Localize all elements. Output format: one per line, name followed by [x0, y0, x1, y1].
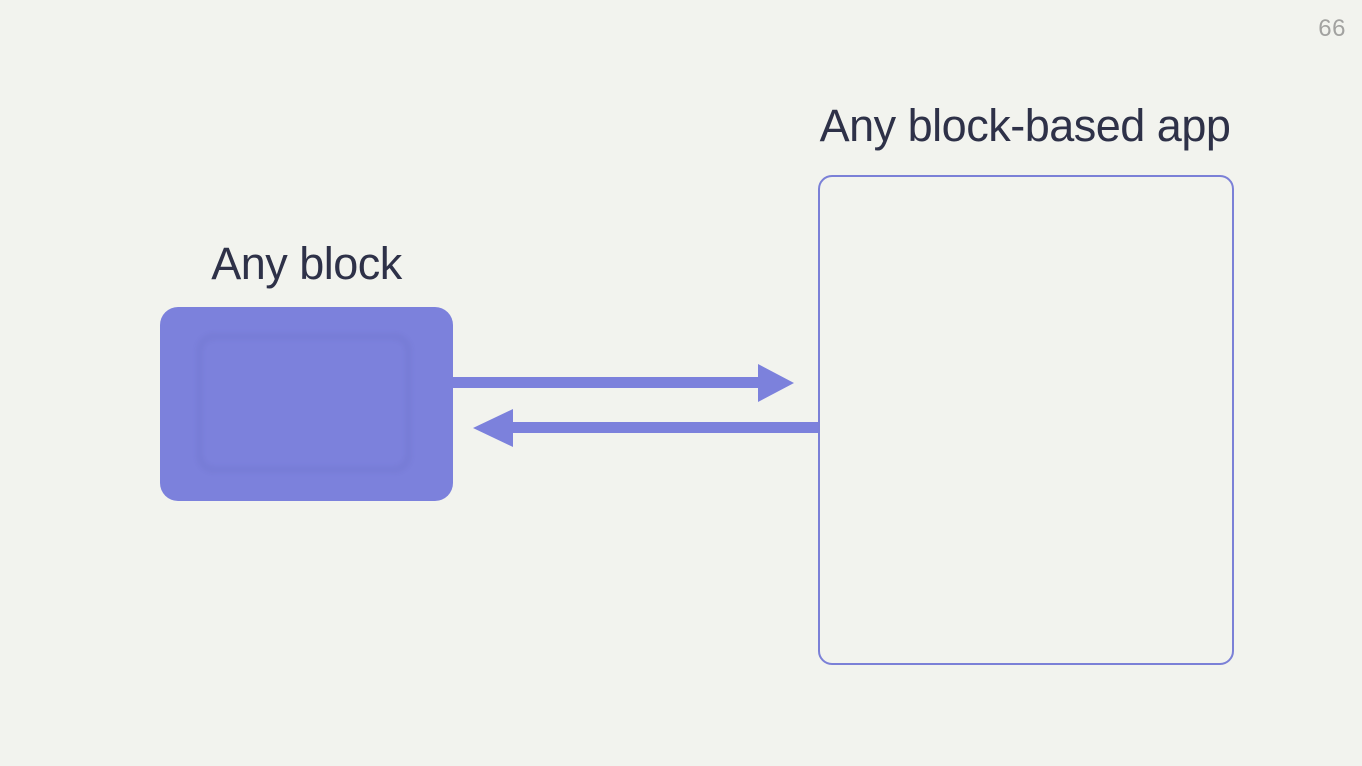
block-inner-inset [198, 335, 410, 471]
arrow-left-head [473, 409, 513, 447]
block-label: Any block [211, 238, 402, 289]
page-number: 66 [1318, 15, 1346, 42]
arrow-left-icon [473, 409, 818, 447]
any-block-shape [160, 307, 453, 501]
app-box [818, 175, 1234, 665]
arrow-left-shaft [508, 422, 818, 433]
arrow-right-head [758, 364, 794, 402]
arrow-right-icon [452, 364, 794, 402]
app-label: Any block-based app [819, 100, 1231, 151]
arrow-right-shaft [452, 377, 764, 388]
